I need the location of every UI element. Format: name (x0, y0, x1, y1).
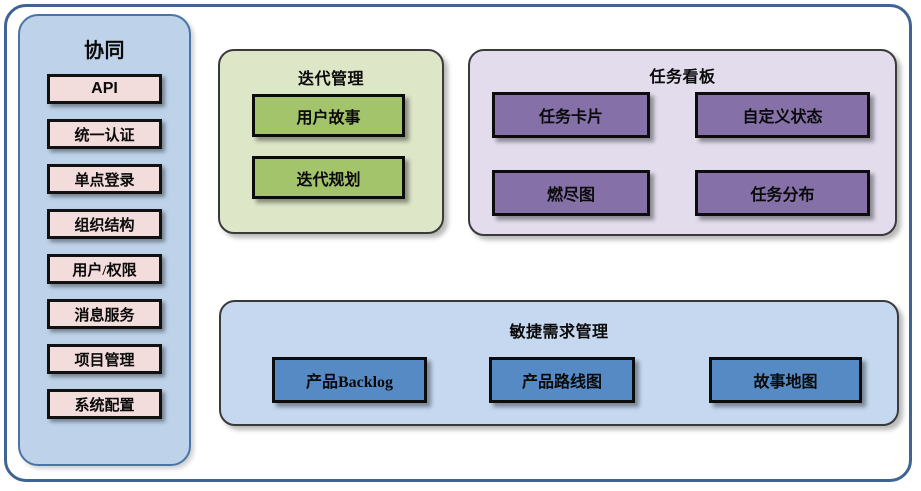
sidebar-item-unified-auth[interactable]: 统一认证 (47, 119, 162, 149)
sidebar-item-single-sign-on[interactable]: 单点登录 (47, 164, 162, 194)
sidebar-item-project-management[interactable]: 项目管理 (47, 344, 162, 374)
panel-task-board: 任务看板 任务卡片 自定义状态 燃尽图 任务分布 (468, 49, 897, 236)
sidebar-title: 协同 (84, 40, 125, 62)
chip-user-story[interactable]: 用户故事 (252, 94, 405, 137)
sidebar-item-list: API 统一认证 单点登录 组织结构 用户/权限 消息服务 项目管理 系统配置 (20, 74, 189, 434)
sidebar-item-org-structure[interactable]: 组织结构 (47, 209, 162, 239)
sidebar-item-system-config[interactable]: 系统配置 (47, 389, 162, 419)
chip-story-map[interactable]: 故事地图 (709, 357, 862, 403)
chip-custom-status[interactable]: 自定义状态 (695, 92, 870, 138)
chip-task-card[interactable]: 任务卡片 (492, 92, 650, 138)
panel-iteration-title: 迭代管理 (297, 71, 364, 88)
panel-taskboard-title: 任务看板 (649, 69, 716, 86)
chip-product-backlog[interactable]: 产品Backlog (272, 357, 427, 403)
chip-product-roadmap[interactable]: 产品路线图 (489, 357, 635, 403)
sidebar-item-user-permission[interactable]: 用户/权限 (47, 254, 162, 284)
panel-agile-title: 敏捷需求管理 (509, 324, 609, 341)
sidebar-item-message-service[interactable]: 消息服务 (47, 299, 162, 329)
sidebar-panel-collaboration: 协同 API 统一认证 单点登录 组织结构 用户/权限 消息服务 项目管理 系统… (18, 14, 191, 466)
chip-burndown-chart[interactable]: 燃尽图 (492, 170, 650, 216)
chip-task-distribution[interactable]: 任务分布 (695, 170, 870, 216)
panel-iteration-management: 迭代管理 用户故事 迭代规划 (218, 49, 444, 234)
panel-agile-requirement-management: 敏捷需求管理 产品Backlog 产品路线图 故事地图 (219, 300, 899, 426)
sidebar-item-api[interactable]: API (47, 74, 162, 104)
chip-iteration-planning[interactable]: 迭代规划 (252, 156, 405, 199)
